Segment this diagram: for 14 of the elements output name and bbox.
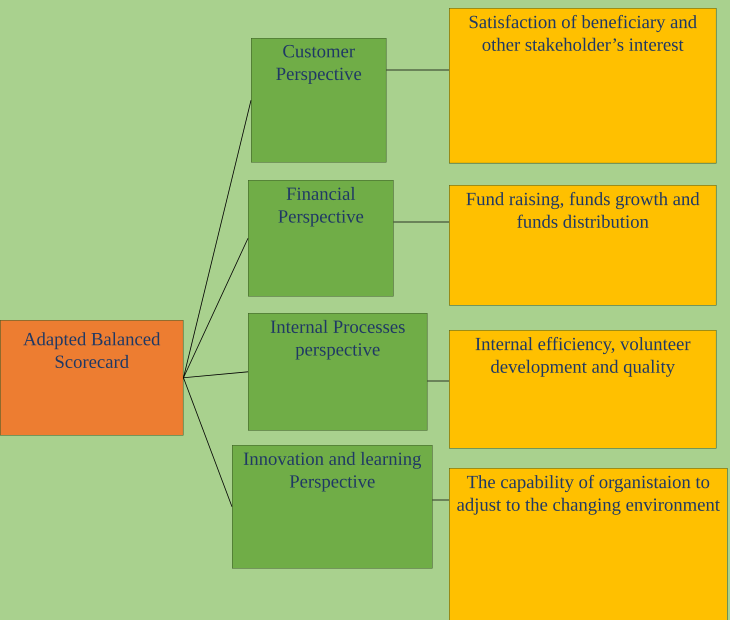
description-box: Satisfaction of beneficiary and other stakeholder’s interest <box>449 8 716 164</box>
scorecard-box: Adapted Balanced Scorecard <box>0 320 184 436</box>
perspective-box: Innovation and learning Perspective <box>232 445 433 568</box>
perspective-box: Financial Perspective <box>248 180 394 297</box>
description-box: Fund raising, funds growth and funds distribution <box>449 185 716 306</box>
connector-line <box>183 371 248 378</box>
description-box: The capability of organistaion to adjust to the changing environment <box>449 468 728 620</box>
perspective-box: Customer Perspective <box>251 38 386 163</box>
connector-line <box>183 377 232 508</box>
connector-line <box>183 238 248 378</box>
description-box: Internal efficiency, volunteer development and quality <box>449 330 716 449</box>
connector-line <box>183 100 252 378</box>
connector-line <box>427 380 450 382</box>
perspective-box: Internal Processes perspective <box>248 313 428 431</box>
